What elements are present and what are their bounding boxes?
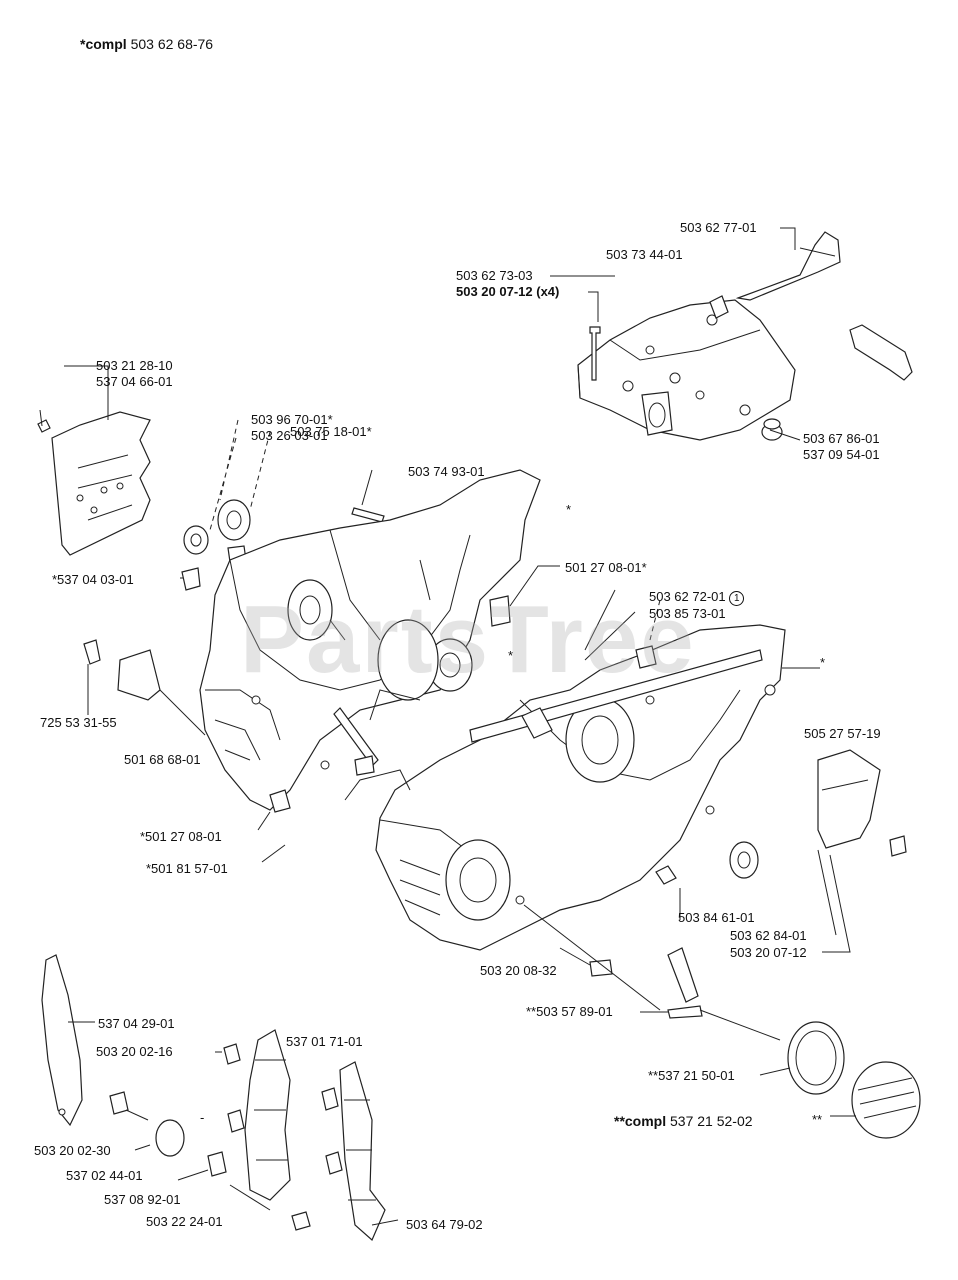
part-label: 503 20 07-12 (x4) [456, 284, 560, 299]
part-label: 537 04 66-01 [96, 374, 173, 389]
part-label: 503 62 72-01 1 [649, 589, 745, 606]
part-label: 537 09 54-01 [803, 447, 880, 462]
part-label: - [200, 1110, 205, 1125]
part-label: 503 62 77-01 [680, 220, 757, 235]
compl2-prefix: **compl [614, 1113, 667, 1129]
part-label: 505 27 57-19 [804, 726, 881, 741]
right-crankcase [344, 624, 786, 951]
part-label: 503 22 24-01 [146, 1214, 223, 1229]
part-label: 501 27 08-01* [565, 560, 647, 575]
left-guard-plate [37, 365, 151, 556]
part-label: 503 26 03-01 [251, 428, 328, 443]
part-label: 503 62 84-01 [730, 928, 807, 943]
part-label: 503 21 28-10 [96, 358, 173, 373]
part-label: *537 04 03-01 [52, 572, 134, 587]
part-label: 503 20 08-32 [480, 963, 557, 978]
leader-lines [134, 429, 856, 1226]
part-label: 503 20 02-30 [34, 1143, 111, 1158]
part-label: 501 68 68-01 [124, 752, 201, 767]
bearings-left [180, 419, 385, 591]
part-label: 537 02 44-01 [66, 1168, 143, 1183]
part-label: 725 53 31-55 [40, 715, 117, 730]
part-label: 537 08 92-01 [104, 1192, 181, 1207]
part-label: 537 04 29-01 [98, 1016, 175, 1031]
compl-number: 503 62 68-76 [130, 36, 214, 52]
compl2-label: **compl 537 21 52-02 [614, 1114, 753, 1129]
part-label: * [820, 655, 826, 670]
compl-header: *compl 503 62 68-76 [80, 37, 213, 52]
part-label: *501 27 08-01 [140, 829, 222, 844]
part-label: * [508, 648, 514, 663]
watermark: PartsTree [240, 586, 696, 693]
part-label: *501 81 57-01 [146, 861, 228, 876]
circled-note: 1 [729, 591, 745, 606]
right-small-parts [559, 599, 907, 977]
part-label: 503 75 18-01* [290, 424, 372, 439]
part-label: 503 62 73-03 [456, 268, 533, 283]
part-label: 503 74 93-01 [408, 464, 485, 479]
part-label: 503 84 61-01 [678, 910, 755, 925]
compl2-number: 537 21 52-02 [670, 1113, 753, 1129]
bottom-left-parts [41, 954, 386, 1241]
top-cover-assembly [550, 227, 913, 441]
part-label: 503 67 86-01 [803, 431, 880, 446]
part-label: * [566, 502, 572, 517]
part-label: 537 01 71-01 [286, 1034, 363, 1049]
part-label: 503 85 73-01 [649, 606, 726, 621]
part-label: **537 21 50-01 [648, 1068, 735, 1083]
part-number: 503 62 72-01 [649, 589, 726, 604]
part-label: 503 20 02-16 [96, 1044, 173, 1059]
bottom-right-parts [523, 904, 921, 1139]
part-label: **503 57 89-01 [526, 1004, 613, 1019]
left-small-parts [83, 565, 560, 736]
part-label: ** [812, 1112, 823, 1127]
compl-prefix: *compl [80, 36, 127, 52]
part-label: 503 64 79-02 [406, 1217, 483, 1232]
left-crankcase [199, 469, 541, 813]
part-label: 503 96 70-01* [251, 412, 333, 427]
part-label: 503 20 07-12 [730, 945, 807, 960]
part-label: 503 73 44-01 [606, 247, 683, 262]
